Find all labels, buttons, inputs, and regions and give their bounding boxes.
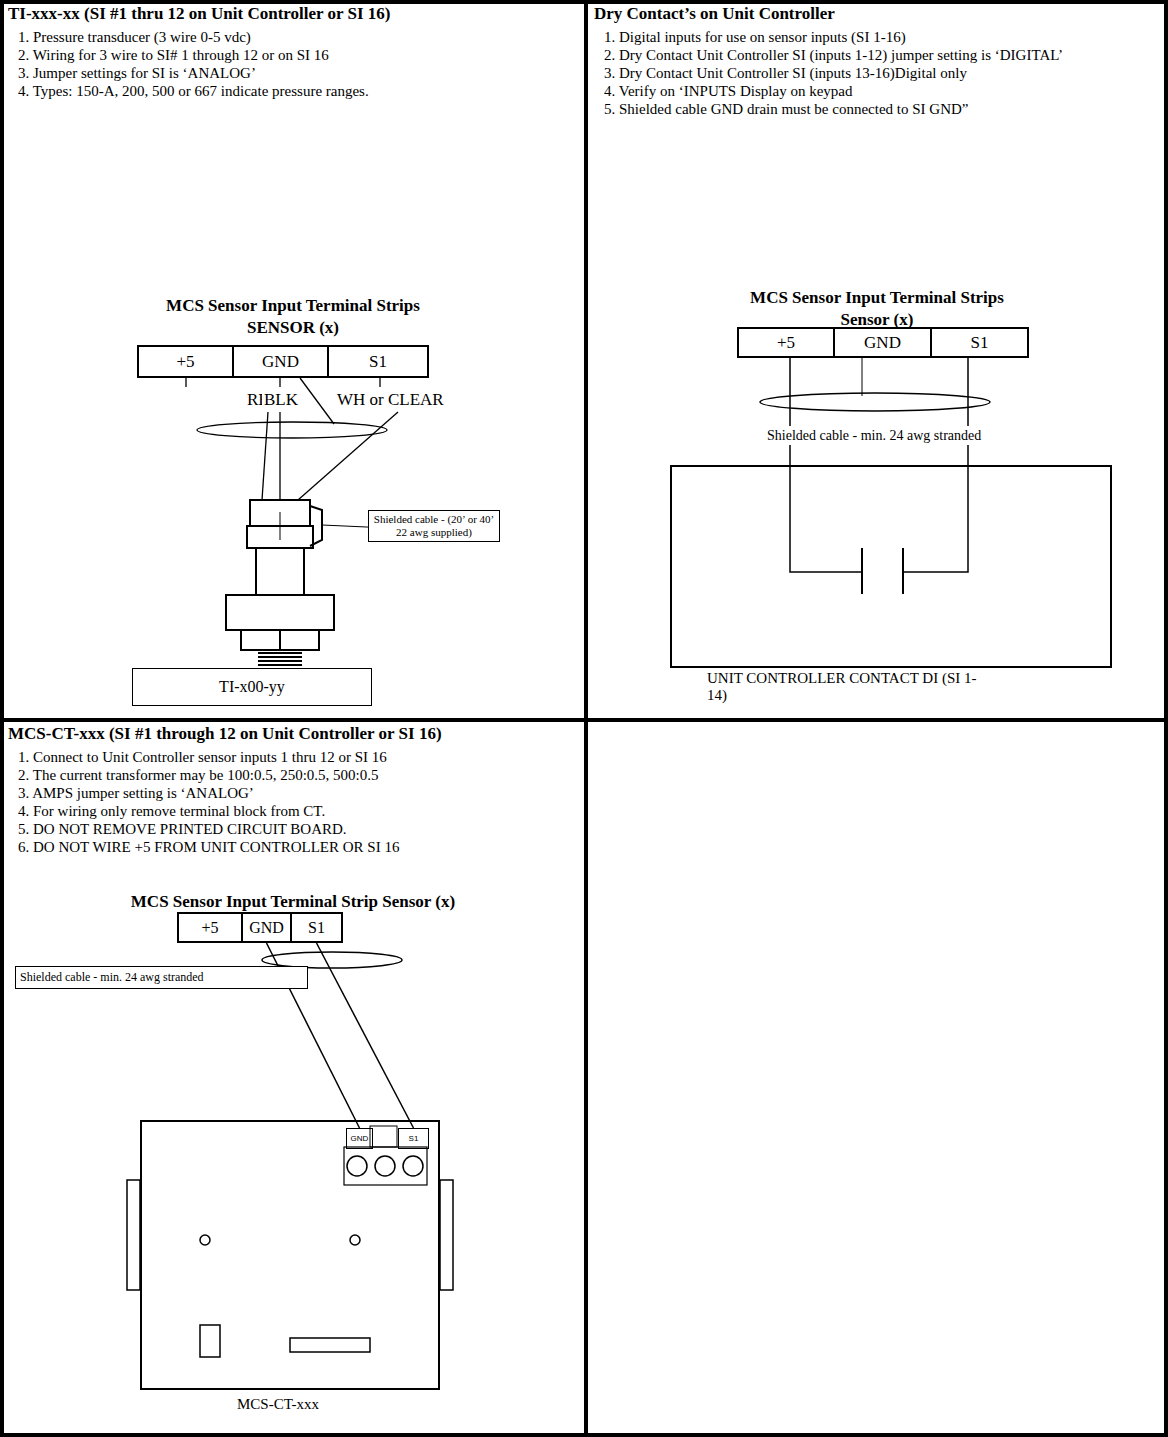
wire-color: WH or CLEAR <box>335 390 446 409</box>
outline-box: UNIT CONTROLLER CONTACT DI (SI 1-14) <box>670 465 1112 668</box>
wiring-panel: Dry Contact’s on Unit Controller 1. Digit… <box>586 0 1168 720</box>
box-text: S1 <box>971 333 989 353</box>
strip-title: MCS Sensor Input Terminal Strips <box>586 288 1168 308</box>
terminal-cell: GND <box>232 345 329 378</box>
box-text: GND <box>249 919 284 937</box>
terminal-cell: +5 <box>737 327 835 358</box>
panel-heading: MCS-CT-xxx (SI #1 through 12 on Unit Con… <box>8 724 578 744</box>
box-text: +5 <box>201 919 218 937</box>
terminal-cell: S1 <box>327 345 429 378</box>
terminal-cell: S1 <box>930 327 1029 358</box>
box-text: +5 <box>777 333 795 353</box>
list-item: 4. For wiring only remove terminal block… <box>8 802 578 820</box>
ct-board <box>127 952 453 1357</box>
terminal-cell: +5 <box>177 912 243 943</box>
list-item: 4. Verify on ‘INPUTS Display on keypad <box>594 82 1094 100</box>
part-number-box: TI-x00-yy <box>132 668 372 706</box>
divider <box>0 718 1168 722</box>
list-item: 3. Dry Contact Unit Controller SI (input… <box>594 64 1094 82</box>
callout-box: Shielded cable - (20’ or 40’ 22 awg supp… <box>368 510 500 542</box>
list-item: 1. Connect to Unit Controller sensor inp… <box>8 748 578 766</box>
box-text: GND <box>262 352 299 372</box>
terminal-cell: +5 <box>137 345 234 378</box>
outline-box: MCS-CT-xxxGNDS1 <box>140 1120 440 1390</box>
signal-wire <box>317 943 414 1128</box>
box-text: S1 <box>308 919 325 937</box>
callout-box: Shielded cable - min. 24 awg stranded <box>15 966 308 989</box>
panel-text: MCS-CT-xxx (SI #1 through 12 on Unit Con… <box>8 724 578 856</box>
list-item: 3. Jumper settings for SI is ‘ANALOG’ <box>8 64 568 82</box>
list-item: 4. Types: 150-A, 200, 500 or 667 indicat… <box>8 82 568 100</box>
list-item: 6. DO NOT WIRE +5 FROM UNIT CONTROLLER O… <box>8 838 578 856</box>
cable-note: Shielded cable - min. 24 awg stranded <box>765 426 983 445</box>
list-item: 5. Shielded cable GND drain must be conn… <box>594 100 1094 118</box>
list-item: 2. Dry Contact Unit Controller SI (input… <box>594 46 1094 64</box>
panel-heading: Dry Contact’s on Unit Controller <box>594 4 1094 24</box>
list-item: 2. The current transformer may be 100:0.… <box>8 766 578 784</box>
terminal-cell: GND <box>241 912 292 943</box>
box-caption: MCS-CT-xxx <box>237 1396 437 1413</box>
strip-title: MCS Sensor Input Terminal Strip Sensor (… <box>0 892 586 912</box>
box-text: S1 <box>369 352 387 372</box>
wire-color: BLK <box>262 390 300 409</box>
list-item: 1. Pressure transducer (3 wire 0-5 vdc) <box>8 28 568 46</box>
box-text: S1 <box>409 1134 419 1143</box>
wiring-panel: MCS-CT-xxx (SI #1 through 12 on Unit Con… <box>0 720 586 1437</box>
list-item: 2. Wiring for 3 wire to SI# 1 through 12… <box>8 46 568 64</box>
box-text: TI-x00-yy <box>219 678 285 696</box>
strip-title: MCS Sensor Input Terminal Strips <box>0 296 586 316</box>
board-terminal: S1 <box>398 1128 429 1149</box>
terminal-cell: S1 <box>290 912 343 943</box>
box-text: +5 <box>176 352 194 372</box>
panel-text: Dry Contact’s on Unit Controller 1. Digit… <box>594 4 1094 118</box>
box-text: Shielded cable - (20’ or 40’ 22 awg supp… <box>374 513 494 538</box>
box-text: GND <box>351 1134 369 1143</box>
panel-heading: TI-xxx-xx (SI #1 thru 12 on Unit Control… <box>8 4 568 24</box>
list-item: 1. Digital inputs for use on sensor inpu… <box>594 28 1094 46</box>
box-text: Shielded cable - min. 24 awg stranded <box>20 970 204 984</box>
contact-wires <box>760 358 990 594</box>
terminal-cell: GND <box>833 327 932 358</box>
panel-text: TI-xxx-xx (SI #1 thru 12 on Unit Control… <box>8 4 568 100</box>
wiring-panel: TI-xxx-xx (SI #1 thru 12 on Unit Control… <box>0 0 586 720</box>
list-item: 3. AMPS jumper setting is ‘ANALOG’ <box>8 784 578 802</box>
pressure-transducer <box>226 500 500 668</box>
list-item: 5. DO NOT REMOVE PRINTED CIRCUIT BOARD. <box>8 820 578 838</box>
strip-title: SENSOR (x) <box>0 318 586 338</box>
board-terminal: GND <box>346 1128 373 1149</box>
box-text: GND <box>864 333 901 353</box>
box-caption: UNIT CONTROLLER CONTACT DI (SI 1-14) <box>707 670 977 704</box>
